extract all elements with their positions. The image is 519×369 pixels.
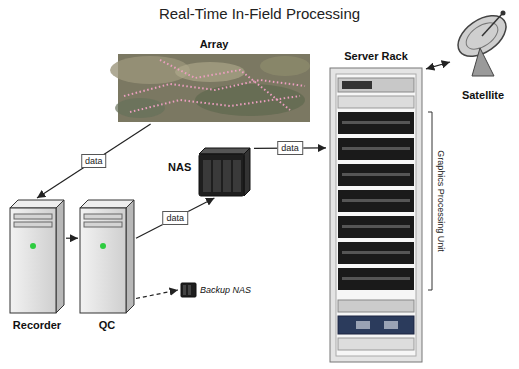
server-stripe: [342, 173, 410, 176]
rack-unit: [338, 96, 414, 108]
group-label: Graphics Processing Unit: [436, 150, 446, 252]
drive-slot: [84, 214, 122, 219]
computer-node: QC: [78, 198, 136, 332]
node-label: Array: [200, 38, 229, 51]
drive-bay: [183, 285, 186, 295]
rack-unit: [338, 78, 414, 92]
power-light: [30, 243, 36, 249]
nas-side: [244, 148, 250, 196]
drive-slot: [14, 214, 52, 219]
node-label: Server Rack: [344, 50, 408, 63]
gpu-server: [338, 242, 414, 264]
satellite-dish: [451, 7, 514, 76]
tower-side: [56, 200, 64, 313]
connector: [37, 124, 151, 198]
tower-top: [10, 200, 64, 208]
receiver-line: [130, 96, 300, 112]
drive-slot: [84, 222, 122, 227]
rack-unit: [338, 300, 414, 312]
drive-bay: [342, 81, 372, 89]
edge-label: data: [81, 154, 107, 168]
server-stripe: [342, 277, 410, 280]
tower-top: [80, 200, 134, 208]
diagram-title: Real-Time In-Field Processing: [0, 5, 519, 22]
storage-node: Backup NAS: [178, 281, 266, 299]
nas-front: [181, 283, 196, 297]
terrain-patch: [115, 98, 165, 118]
server-stripe: [342, 121, 410, 124]
image-node: Array: [115, 38, 313, 124]
connector: [136, 198, 214, 238]
server-rack: [330, 68, 422, 362]
server-stripe: [342, 225, 410, 228]
dish-stand: [472, 48, 494, 76]
satellite-node: Satellite: [450, 2, 516, 102]
connector: [66, 238, 78, 239]
feed-arm: [482, 14, 502, 36]
nas-front: [199, 154, 244, 196]
drive-bay: [223, 160, 231, 192]
connector: [136, 290, 178, 299]
computer-tower: [10, 200, 64, 313]
edge-label: data: [277, 141, 303, 155]
node-label: QC: [99, 319, 116, 332]
connector: [426, 62, 450, 69]
drive-bay: [233, 160, 241, 192]
receiver-line: [124, 80, 305, 96]
storage-node: NAS: [166, 136, 254, 198]
bracket: [428, 112, 432, 290]
gpu-server: [338, 268, 414, 290]
nas-top: [199, 148, 250, 154]
gpu-server: [338, 216, 414, 238]
edge-label: data: [162, 211, 188, 225]
tower-front: [80, 208, 126, 313]
rack-node: Server Rack: [326, 50, 426, 365]
rack-frame: [330, 68, 422, 362]
terrain-patch: [260, 56, 310, 76]
node-label: Backup NAS: [200, 285, 251, 295]
gpu-server: [338, 164, 414, 186]
gpu-server: [338, 112, 414, 134]
switch-unit: [338, 316, 414, 334]
drive-slot: [14, 222, 52, 227]
node-label: NAS: [168, 161, 191, 174]
drive-bay: [188, 285, 191, 295]
node-label: Recorder: [13, 319, 61, 332]
computer-tower: [80, 200, 134, 313]
switch-panel: [356, 321, 370, 329]
server-stripe: [342, 147, 410, 150]
switch-panel: [384, 321, 398, 329]
node-label: Satellite: [462, 89, 504, 102]
gpu-server: [338, 190, 414, 212]
receiver-line: [160, 60, 290, 110]
drive-bay: [213, 160, 221, 192]
drive-bay: [203, 160, 211, 192]
server-stripe: [342, 199, 410, 202]
server-stripe: [342, 251, 410, 254]
tower-side: [126, 200, 134, 313]
backup-nas-device: [181, 283, 196, 297]
aerial-image: [110, 54, 310, 122]
gpu-server: [338, 138, 414, 160]
power-light: [100, 243, 106, 249]
computer-node: Recorder: [8, 198, 66, 332]
rack-unit: [338, 338, 414, 350]
feed-horn: [501, 11, 506, 16]
nas-device: [199, 148, 250, 196]
tower-front: [10, 208, 56, 313]
rack-inner: [336, 74, 416, 356]
